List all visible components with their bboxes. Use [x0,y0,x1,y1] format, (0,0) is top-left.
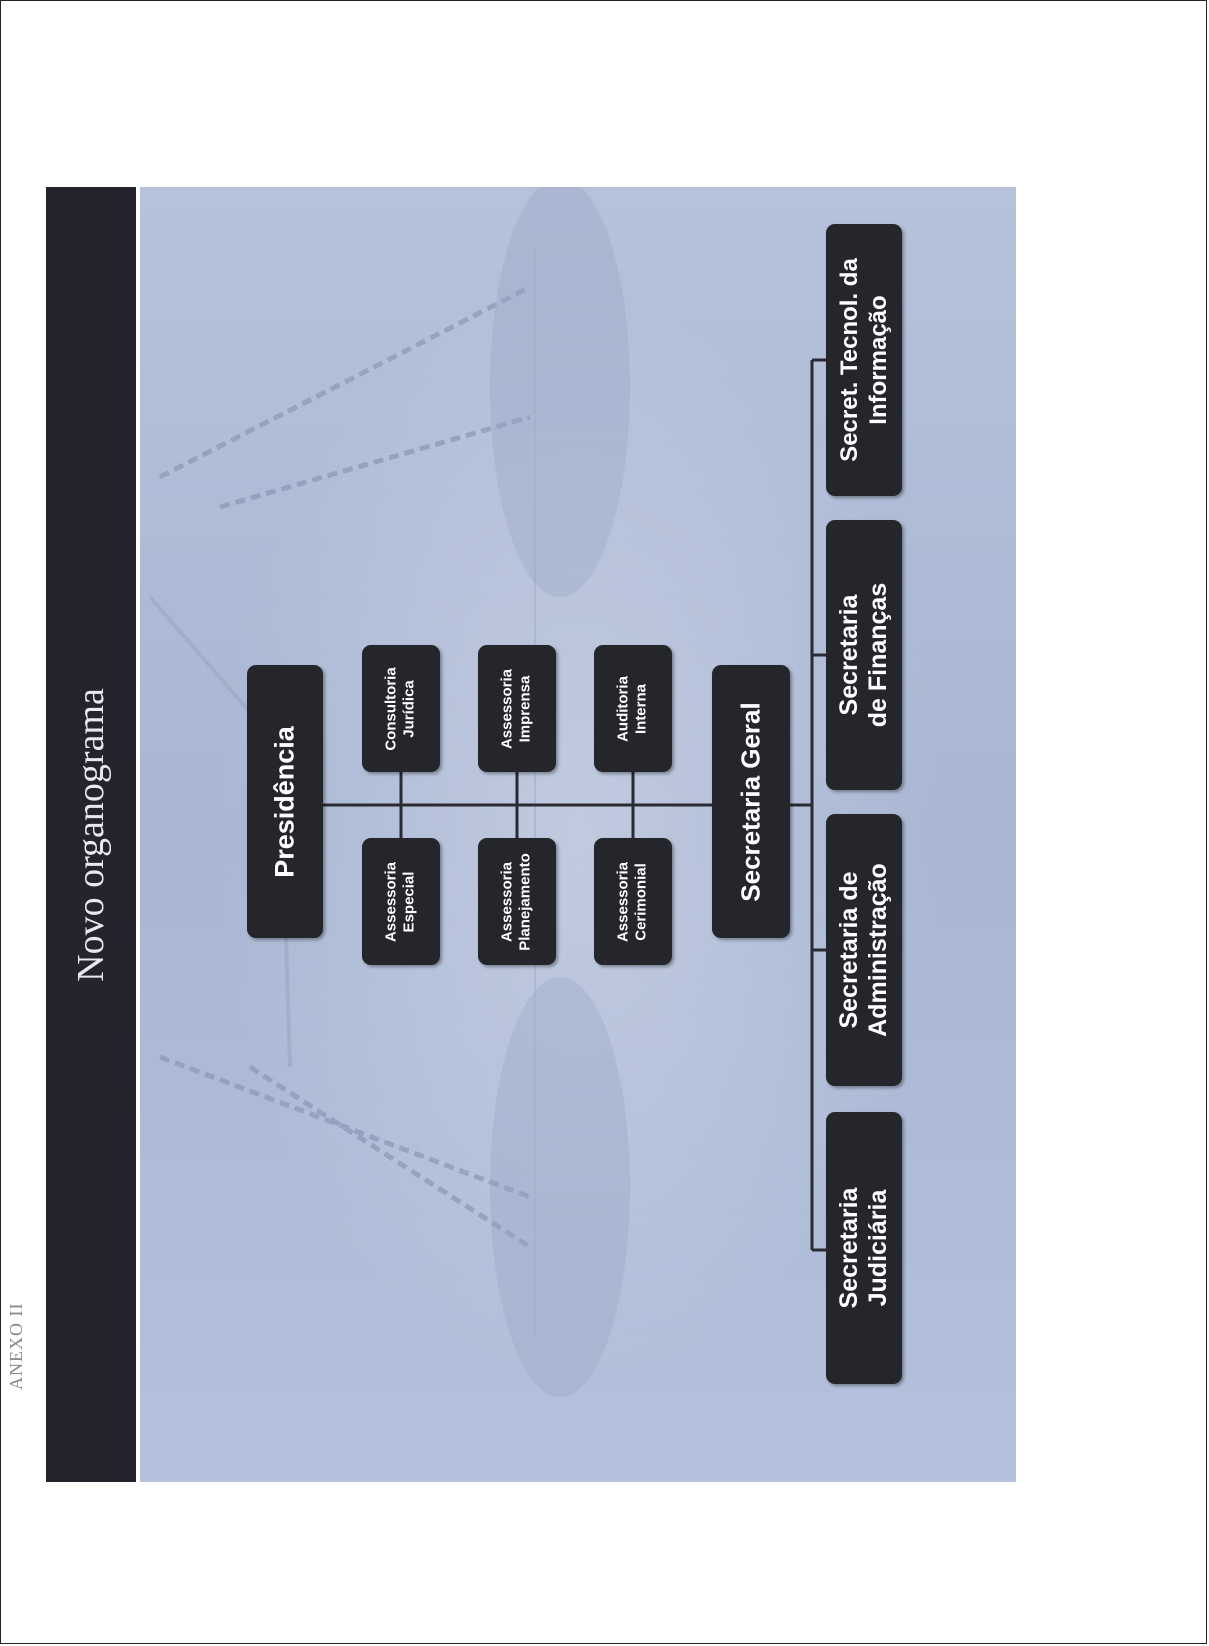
secretaria-tecnologia-label: Secret. Tecnol. da Informação [826,224,902,496]
consultoria-juridica-label: Consultoria Jurídica [362,646,440,773]
assessoria-imprensa-label: Assessoria Imprensa [478,646,556,773]
assessoria-planejamento-label: Assessoria Planejamento [478,839,556,966]
assessoria-cerimonial-label: Assessoria Cerimonial [594,839,672,966]
secretaria-geral-label: Secretaria Geral [712,666,790,939]
assessoria-especial-label: Assessoria Especial [362,839,440,966]
secretaria-administracao-label: Secretaria de Administração [826,814,902,1086]
secretaria-judiciaria-label: Secretaria Judiciária [826,1112,902,1384]
auditoria-interna-label: Auditoria Interna [594,646,672,773]
presidencia-label: Presidência [247,666,323,939]
secretaria-financas-label: Secretaria de Finanças [826,520,902,790]
